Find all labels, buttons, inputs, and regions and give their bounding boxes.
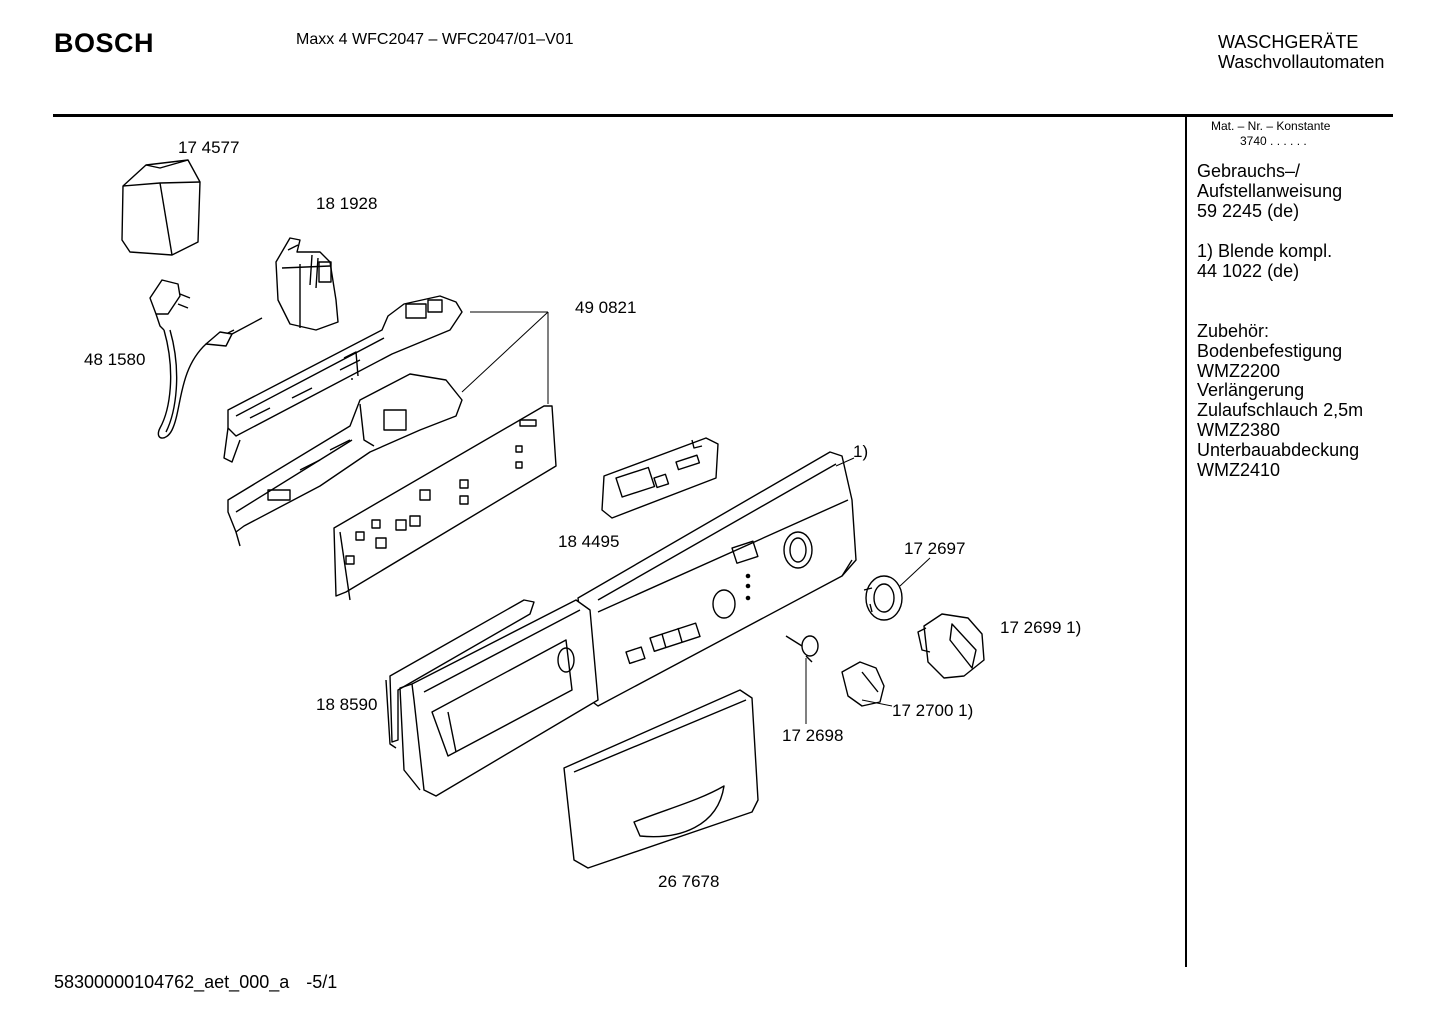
- part-label: 17 2700 1): [892, 701, 974, 720]
- selector-knob-part: [917, 613, 985, 679]
- gasket-part: [385, 599, 535, 749]
- electronic-frame-part: [223, 295, 463, 463]
- accessory-line: Zulaufschlauch 2,5m: [1197, 400, 1364, 421]
- brand-logo: BOSCH: [54, 28, 155, 58]
- part-label: 17 2699 1): [1000, 618, 1082, 637]
- drawing-id: 58300000104762_aet_000_a: [54, 972, 290, 992]
- part-label: 18 1928: [316, 194, 378, 213]
- part-label: 26 7678: [658, 872, 720, 891]
- category-title: WASCHGERÄTE: [1218, 32, 1359, 52]
- drawer-handle-part: [563, 689, 759, 869]
- control-panel-part: [577, 451, 857, 707]
- display-board-part: [601, 437, 719, 519]
- circuit-board-part: [333, 405, 557, 601]
- manual-line: Gebrauchs–/: [1197, 161, 1301, 181]
- accessory-line: Unterbauabdeckung: [1197, 439, 1360, 460]
- accessories-list: Zubehör: Bodenbefestigung WMZ2200 Verlän…: [1197, 321, 1364, 480]
- note-info: 1) Blende kompl. 44 1022 (de): [1197, 241, 1333, 282]
- knob-part: [863, 575, 903, 621]
- cover-box-part: [121, 159, 201, 256]
- page-number: -5/1: [306, 972, 338, 992]
- accessory-line: WMZ2200: [1197, 360, 1281, 381]
- part-label: 18 8590: [316, 695, 378, 714]
- carrier-frame-part: [227, 373, 463, 547]
- model-title: Maxx 4 WFC2047 – WFC2047/01–V01: [296, 31, 574, 48]
- power-cord-part: [149, 279, 263, 439]
- accessory-line: WMZ2410: [1197, 459, 1281, 480]
- manual-line: 59 2245 (de): [1197, 200, 1300, 221]
- accessory-line: WMZ2380: [1197, 419, 1281, 440]
- part-label: 49 0821: [575, 298, 637, 317]
- note-line: 1) Blende kompl.: [1197, 241, 1333, 261]
- header-divider: [53, 114, 1393, 117]
- note-line: 44 1022 (de): [1197, 260, 1300, 281]
- small-knob-part: [841, 661, 885, 707]
- screw-part: [785, 635, 819, 663]
- part-label: 48 1580: [84, 350, 146, 369]
- leader-lines: [461, 311, 931, 724]
- capacitor-part: [275, 237, 339, 331]
- category-subtitle: Waschvollautomaten: [1218, 52, 1385, 72]
- mat-number-value: 3740 . . . . . .: [1240, 134, 1307, 148]
- part-label: 17 2698: [782, 726, 844, 745]
- manual-line: Aufstellanweisung: [1197, 180, 1343, 201]
- part-label: 17 4577: [178, 138, 240, 157]
- sidebar-divider: [1185, 117, 1187, 967]
- accessory-line: Verlängerung: [1197, 380, 1305, 401]
- exploded-parts-drawing: [121, 159, 985, 869]
- part-label: 1): [853, 442, 869, 461]
- mat-number-label: Mat. – Nr. – Konstante: [1211, 119, 1331, 133]
- footer: 58300000104762_aet_000_a -5/1: [54, 972, 337, 993]
- part-label: 17 2697: [904, 539, 966, 558]
- accessory-line: Zubehör:: [1197, 321, 1270, 341]
- manual-info: Gebrauchs–/ Aufstellanweisung 59 2245 (d…: [1197, 161, 1343, 221]
- part-label: 18 4495: [558, 532, 620, 551]
- accessory-line: Bodenbefestigung: [1197, 340, 1343, 361]
